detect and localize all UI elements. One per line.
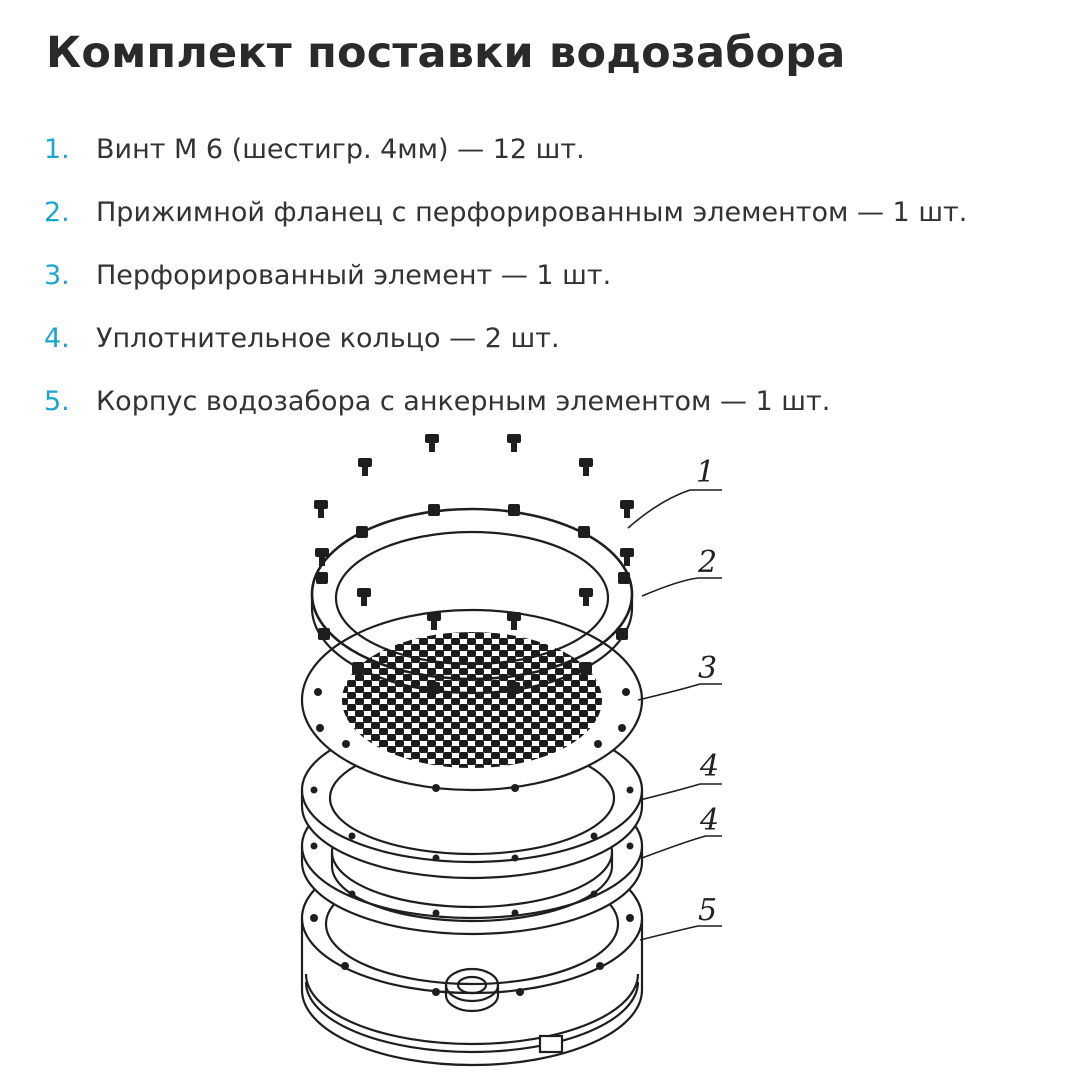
callout-3: 3 xyxy=(698,651,717,686)
list-item-number: 3. xyxy=(44,260,70,291)
list-item: 3. Перфорированный элемент — 1 шт. xyxy=(44,244,967,307)
screws xyxy=(314,434,634,630)
page-title: Комплект поставки водозабора xyxy=(46,28,846,78)
perforated-element xyxy=(300,608,644,792)
callout-5: 5 xyxy=(698,893,717,928)
list-item: 2. Прижимной фланец с перфорированным эл… xyxy=(44,181,967,244)
list-item-text: Прижимной фланец с перфорированным элеме… xyxy=(96,197,968,228)
list-item-text: Перфорированный элемент — 1 шт. xyxy=(96,260,612,291)
leader-lines xyxy=(627,489,722,941)
exploded-assembly-drawing: 1 2 3 4 4 5 xyxy=(260,418,820,1068)
list-item-text: Уплотнительное кольцо — 2 шт. xyxy=(96,323,560,354)
delivery-list: 1. Винт М 6 (шестигр. 4мм) — 12 шт. 2. П… xyxy=(44,118,967,433)
list-item-text: Винт М 6 (шестигр. 4мм) — 12 шт. xyxy=(96,134,585,165)
callout-2: 2 xyxy=(697,545,717,580)
callout-4-upper: 4 xyxy=(699,749,719,784)
callout-1: 1 xyxy=(696,455,715,490)
list-item-number: 1. xyxy=(44,134,70,165)
list-item-number: 5. xyxy=(44,386,70,417)
list-item: 1. Винт М 6 (шестигр. 4мм) — 12 шт. xyxy=(44,118,967,181)
list-item-number: 2. xyxy=(44,197,70,228)
list-item: 5. Корпус водозабора с анкерным элементо… xyxy=(44,370,967,433)
pressure-flange xyxy=(310,504,634,695)
callout-4-lower: 4 xyxy=(699,803,719,838)
list-item-number: 4. xyxy=(44,323,70,354)
list-item: 4. Уплотнительное кольцо — 2 шт. xyxy=(44,307,967,370)
list-item-text: Корпус водозабора с анкерным элементом —… xyxy=(96,386,831,417)
